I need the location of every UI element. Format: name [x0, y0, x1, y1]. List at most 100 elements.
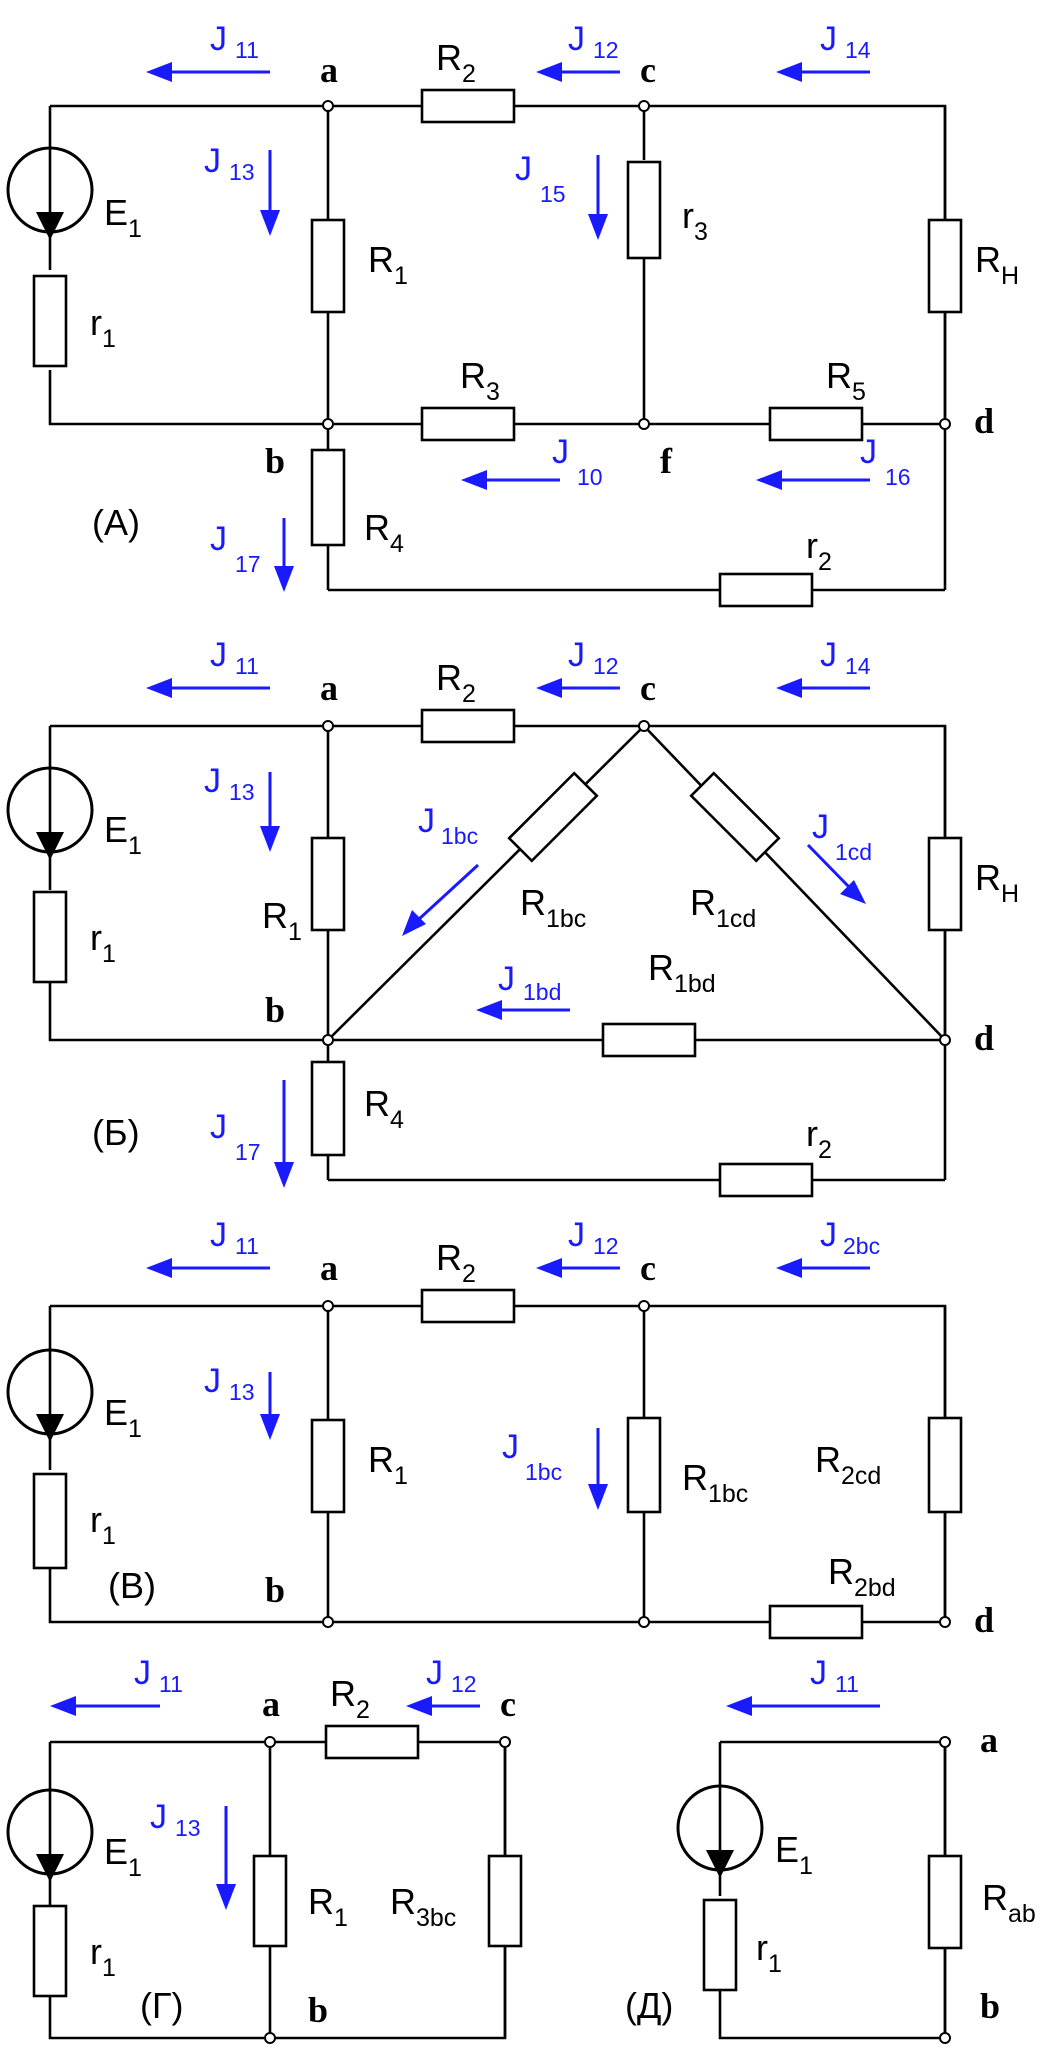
- svg-text:J16: J16: [860, 433, 911, 490]
- label-E1: E1: [104, 1831, 142, 1882]
- junction-b: [264, 2032, 276, 2044]
- svg-text:J10: J10: [552, 433, 603, 490]
- node-label-c: c: [500, 1684, 516, 1724]
- label-R1bc: R1bc: [520, 882, 586, 933]
- junction-b: [322, 418, 334, 430]
- label-r1: r1: [90, 302, 116, 353]
- label-r1: r1: [90, 1499, 116, 1550]
- label-R2: R2: [436, 657, 476, 708]
- label-r1: r1: [756, 1927, 782, 1978]
- svg-text:J1cd: J1cd: [812, 808, 872, 865]
- resistor-R1: [310, 218, 346, 314]
- junction-d: [939, 418, 951, 430]
- node-label-a: a: [320, 1248, 338, 1288]
- resistor-R2cd: [927, 1416, 963, 1514]
- resistor-r2: [718, 572, 814, 608]
- junction-a: [322, 1300, 334, 1312]
- resistor-r1-left: [32, 890, 68, 984]
- node-label-b: b: [308, 1990, 328, 2030]
- label-RH: RH: [975, 857, 1019, 908]
- label-R3bc: R3bc: [390, 1881, 456, 1932]
- junction-f: [638, 418, 650, 430]
- current-arrow-j15: J15: [515, 150, 608, 240]
- junction-c: [638, 720, 650, 732]
- panel-label-b: (Б): [92, 1112, 140, 1153]
- node-label-a: a: [320, 50, 338, 90]
- node-label-f: f: [660, 441, 673, 481]
- junction-a: [322, 720, 334, 732]
- resistor-R2: [420, 88, 516, 124]
- label-R4: R4: [364, 507, 404, 558]
- resistor-R2: [324, 1724, 420, 1760]
- svg-text:J15: J15: [515, 150, 566, 207]
- svg-text:J13: J13: [204, 1362, 255, 1405]
- resistor-R1cd: [689, 771, 781, 863]
- label-Rab: Rab: [982, 1877, 1036, 1928]
- node-label-a: a: [262, 1684, 280, 1724]
- node-label-c: c: [640, 50, 656, 90]
- svg-text:J1bc: J1bc: [418, 802, 478, 849]
- current-arrow-j17: J17: [210, 1080, 294, 1188]
- junction-d: [939, 1616, 951, 1628]
- source-arrow-icon: [36, 1854, 64, 1882]
- resistor-r1-left: [32, 1472, 68, 1570]
- panel-v: E1 r1 R1 R2 R1bc R2cd R2bd a c b d (В) J…: [6, 1216, 994, 1640]
- svg-text:J12: J12: [568, 1216, 619, 1259]
- svg-text:J1bc: J1bc: [502, 1428, 562, 1485]
- label-RH: RH: [975, 239, 1019, 290]
- resistor-R1: [310, 1418, 346, 1514]
- label-E1: E1: [104, 809, 142, 860]
- label-R5: R5: [826, 355, 866, 406]
- resistor-R2: [420, 708, 516, 744]
- svg-text:J17: J17: [210, 520, 261, 577]
- node-label-c: c: [640, 668, 656, 708]
- current-arrow-j1bc: J1bc: [502, 1428, 608, 1510]
- panel-a: E1 r1 R1 R2 r3 RH R3 R5 R4 r2 a c b f d …: [6, 20, 1019, 608]
- resistor-RH: [927, 218, 963, 314]
- resistor-R4: [310, 1060, 346, 1157]
- node-label-d: d: [974, 401, 994, 441]
- junction-c: [499, 1736, 511, 1748]
- label-r2: r2: [806, 525, 832, 576]
- svg-text:J11: J11: [210, 636, 259, 679]
- resistor-R1bc: [507, 771, 599, 863]
- panel-label-a: (A): [92, 502, 140, 543]
- node-label-d: d: [974, 1018, 994, 1058]
- resistor-R2: [420, 1288, 516, 1324]
- resistor-R1bd: [601, 1022, 697, 1058]
- junction-b: [322, 1616, 334, 1628]
- label-R1: R1: [368, 1439, 408, 1490]
- node-label-a: a: [320, 668, 338, 708]
- node-label-b: b: [265, 990, 285, 1030]
- label-r2: r2: [806, 1113, 832, 1164]
- label-E1: E1: [104, 192, 142, 243]
- junction-a: [939, 1736, 951, 1748]
- svg-text:J11: J11: [210, 20, 259, 63]
- label-E1: E1: [775, 1829, 813, 1880]
- source-arrow-icon: [36, 1414, 64, 1442]
- resistor-R1: [310, 836, 346, 932]
- junction-b: [939, 2032, 951, 2044]
- label-R1bd: R1bd: [648, 947, 716, 998]
- label-R2cd: R2cd: [815, 1439, 881, 1490]
- label-R1cd: R1cd: [690, 882, 756, 933]
- junction-a: [264, 1736, 276, 1748]
- resistor-R1: [252, 1854, 288, 1948]
